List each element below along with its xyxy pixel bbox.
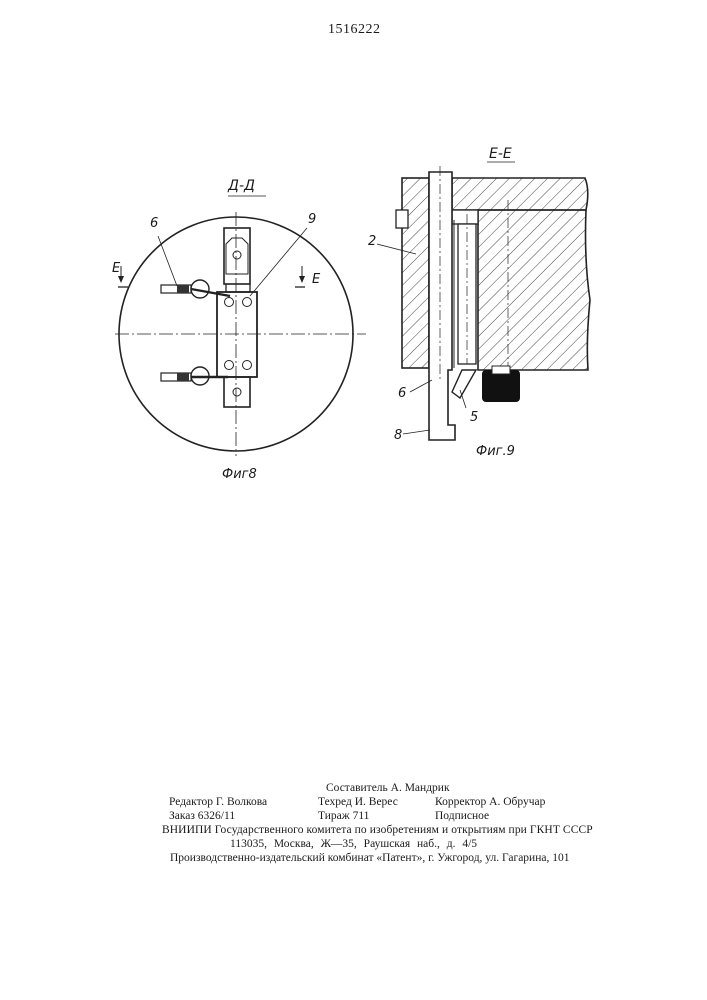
footer-institute: ВНИИПИ Государственного комитета по изоб… (162, 824, 593, 836)
footer-subscription: Подписное (435, 810, 489, 822)
fig9-section-label: Е-Е (489, 146, 512, 162)
fig9-callout-6: 6 (398, 386, 406, 401)
footer-techred: Техред И. Верес (318, 796, 398, 808)
footer-composer: Составитель А. Мандрик (326, 782, 450, 794)
fig9-callout-5: 5 (470, 410, 478, 425)
footer-address: 113035, Москва, Ж—35, Раушская наб., д. … (230, 838, 477, 850)
footer-order: Заказ 6326/11 (169, 810, 235, 822)
fig9-callout-8: 8 (394, 428, 402, 443)
fig9-callout-2: 2 (368, 234, 376, 249)
fig9-caption: Фиг.9 (476, 444, 515, 459)
footer-circulation: Тираж 711 (318, 810, 369, 822)
footer-publisher: Производственно-издательский комбинат «П… (170, 852, 569, 864)
footer-corrector: Корректор А. Обручар (435, 796, 545, 808)
footer-editor: Редактор Г. Волкова (169, 796, 267, 808)
